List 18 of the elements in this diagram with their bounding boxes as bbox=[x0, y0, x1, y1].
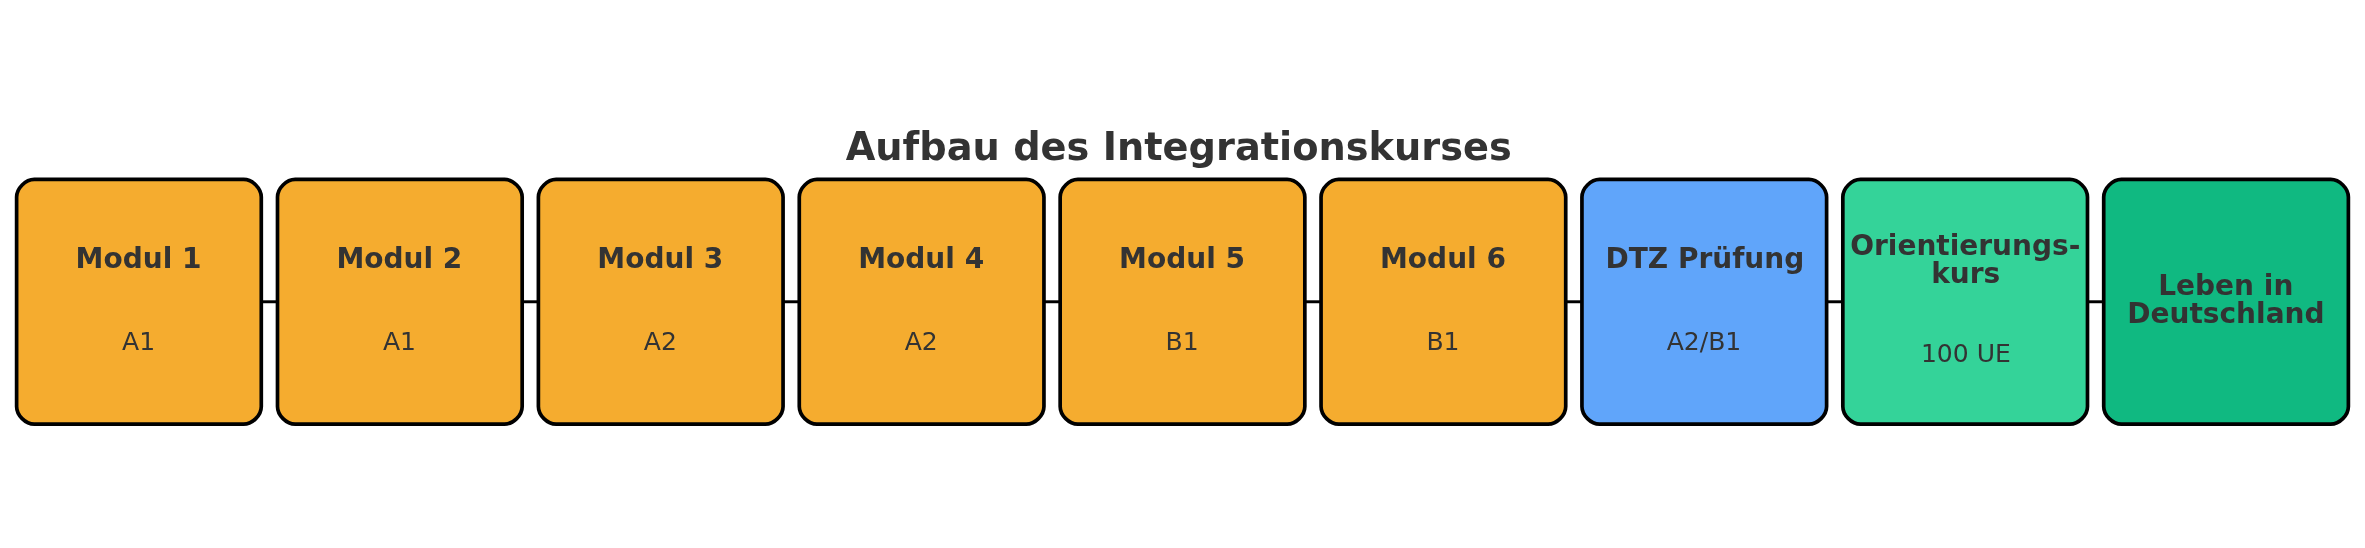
node-box: Orientierungs- kurs 100 UE bbox=[1841, 177, 2090, 426]
connector bbox=[1565, 299, 1582, 303]
connector bbox=[1044, 299, 1060, 303]
connector bbox=[1305, 299, 1321, 303]
node-box: Modul 2 A1 bbox=[275, 177, 524, 426]
node-box: DTZ Prüfung A2/B1 bbox=[1580, 177, 1829, 426]
connector bbox=[2087, 299, 2104, 303]
node-box: Modul 4 A2 bbox=[797, 177, 1046, 426]
connector bbox=[783, 299, 799, 303]
diagram-title: Aufbau des Integrationskurses bbox=[845, 123, 1512, 169]
node-box: Modul 3 A2 bbox=[536, 177, 785, 426]
node-box: Modul 1 A1 bbox=[14, 177, 264, 426]
connector bbox=[1826, 299, 1843, 303]
connector bbox=[522, 299, 539, 303]
node-box: Leben in Deutschland bbox=[2101, 177, 2351, 426]
node-box: Modul 5 B1 bbox=[1058, 177, 1307, 426]
connector bbox=[261, 299, 278, 303]
node-box: Modul 6 B1 bbox=[1319, 177, 1568, 426]
